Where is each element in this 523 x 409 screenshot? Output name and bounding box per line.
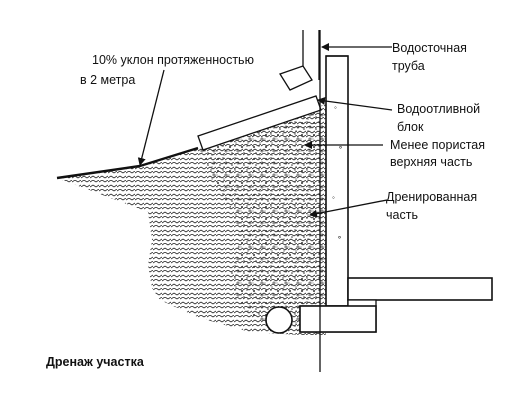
less-porous-label-line2: верхняя часть bbox=[390, 155, 472, 169]
ground-slope-line bbox=[56, 146, 199, 180]
foundation-footing bbox=[299, 299, 377, 333]
downspout-label-line1: Водосточная bbox=[392, 41, 467, 55]
svg-text:∘: ∘ bbox=[337, 233, 342, 242]
drained-part-leader bbox=[309, 199, 388, 218]
splash-block-leader bbox=[317, 96, 393, 111]
downspout bbox=[279, 30, 320, 91]
drained-part-label-line2: часть bbox=[386, 208, 418, 222]
less-porous-label-line1: Менее пористая bbox=[390, 138, 485, 152]
svg-text:◦: ◦ bbox=[332, 193, 335, 202]
splash-block bbox=[197, 95, 322, 151]
basement-floor-slab bbox=[347, 277, 493, 301]
slope-label-line2: в 2 метра bbox=[80, 73, 135, 87]
drained-gravel-zone bbox=[198, 104, 326, 335]
splash-block-label-line2: блок bbox=[397, 120, 424, 134]
diagram-caption: Дренаж участка bbox=[46, 355, 145, 369]
svg-text:◦: ◦ bbox=[334, 103, 337, 112]
slope-label-line1: 10% уклон протяженностью bbox=[92, 53, 254, 67]
slope-leader bbox=[137, 69, 165, 166]
foundation-wall: ◦ ∘ ◦ ∘ bbox=[325, 55, 349, 307]
svg-text:∘: ∘ bbox=[338, 143, 343, 152]
drain-pipe bbox=[265, 306, 293, 334]
drained-part-label-line1: Дренированная bbox=[386, 190, 477, 204]
splash-block-label-line1: Водоотливной bbox=[397, 102, 480, 116]
downspout-label-line2: труба bbox=[392, 59, 425, 73]
